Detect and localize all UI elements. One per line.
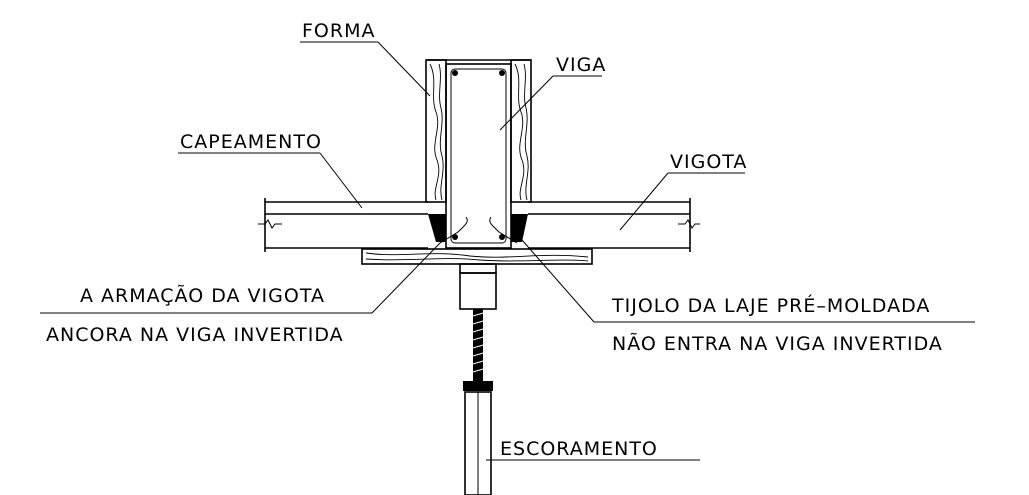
label-tijolo-line1: TIJOLO DA LAJE PRÉ–MOLDADA — [611, 294, 930, 317]
leader-lines — [40, 41, 975, 461]
tijolo-fill — [428, 214, 528, 242]
label-forma: FORMA — [302, 20, 375, 42]
label-capeamento: CAPEAMENTO — [180, 131, 322, 153]
label-viga: VIGA — [556, 54, 606, 76]
label-armacao-line1: A ARMAÇÃO DA VIGOTA — [80, 284, 325, 307]
bottom-board — [361, 248, 593, 265]
label-armacao-line2: ANCORA NA VIGA INVERTIDA — [46, 324, 344, 346]
label-vigota: VIGOTA — [670, 151, 747, 173]
forma — [425, 59, 532, 203]
label-escoramento: ESCORAMENTO — [500, 438, 658, 460]
label-tijolo-line2: NÃO ENTRA NA VIGA INVERTIDA — [612, 332, 943, 355]
viga — [439, 63, 518, 249]
escoramento — [459, 263, 497, 495]
slab — [258, 198, 700, 252]
